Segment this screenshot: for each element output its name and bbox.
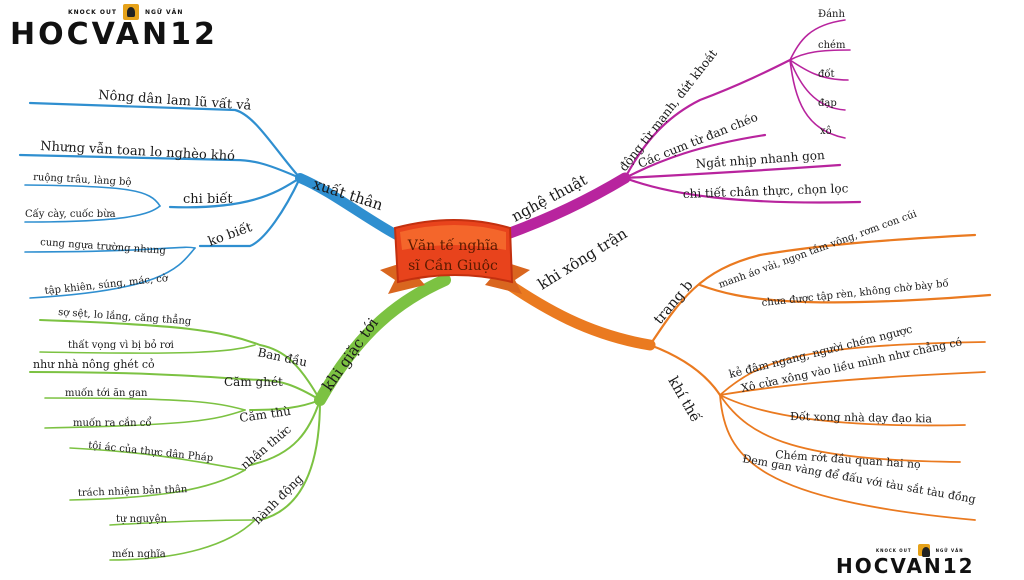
node-chem: chém [818,40,846,51]
link-cam-ghet [29,371,321,401]
node-khi-the: khí thế [665,374,705,426]
node-hanh-dong: hành động [250,471,306,527]
node-ban-dau: Ban đầu [256,344,309,369]
logo-tagline-bottom: KNOCK OUT NGỮ VĂN [876,544,975,557]
link-nhan-thuc-2 [69,469,246,501]
mascot-icon-bottom [917,544,930,557]
branch-khi-giac-toi [29,274,451,561]
link-nhan-thuc [249,399,321,466]
node-dap: đạp [818,98,837,109]
node-ban-dau-item-2: thất vọng vì bị bỏ rơi [68,340,174,351]
node-nhan-thuc: nhận thức [238,422,294,472]
mascot-icon [122,4,139,20]
link-item-1 [28,101,302,180]
link-khi-the-1 [719,341,986,396]
node-dot: đốt [818,69,835,80]
branch-label-khi-giac-toi: khi giặc tới [319,314,382,394]
link-ko-biet-1 [24,246,196,253]
link-ban-dau-2 [39,344,256,354]
link-cac-cum-tu [623,133,767,180]
logo-tagline-bottom-left: KNOCK OUT [876,547,912,553]
link-cam-thu [249,399,321,411]
node-cam-thu-item-2: muốn ra cắn cổ [73,417,151,429]
node-xuat-than-item-1: Nông dân lam lũ vất vả [98,87,252,114]
link-danh [789,19,846,61]
node-cam-ghet-item-1: như nhà nông ghét cỏ [33,358,155,371]
link-ban-dau-1 [39,319,321,401]
logo-top-left: KNOCK OUT NGỮ VĂN HOCVAN12 [10,4,218,50]
link-khi-the [648,343,722,397]
link-dong-tu [623,58,792,180]
node-trang-b-item-2: chưa được tập rèn, không chờ bày bố [761,278,950,309]
node-chi-biet-item-1: ruộng trâu, làng bộ [33,172,132,188]
logo-bottom-right: KNOCK OUT NGỮ VĂN HOCVAN12 [836,544,975,576]
branch-trunk-khi-xong-tran [489,269,656,351]
logo-tagline-left: KNOCK OUT [68,8,117,16]
branch-nghe-thuat [484,19,862,246]
link-cam-thu-1 [44,397,246,411]
node-trang-b: trang b [651,277,697,327]
node-xo: xô [820,126,832,137]
branch-trunk-khi-giac-toi [314,274,451,406]
link-xo [789,59,846,139]
link-cam-thu-2 [44,409,246,429]
logo-tagline-right: NGỮ VĂN [144,8,184,16]
link-nhan-thuc-1 [69,447,246,471]
link-khi-the-5 [719,394,976,521]
logo-wordmark: HOCVAN12 [10,17,218,52]
node-chi-tiet: chi tiết chân thực, chọn lọc [683,180,849,201]
node-cam-thu-item-1: muốn tới ăn gan [65,388,148,399]
logo-tagline: KNOCK OUT NGỮ VĂN [68,4,218,20]
node-nhan-thuc-item-2: trách nhiệm bản thân [78,484,188,499]
node-ko-biet-item-2: tập khiên, súng, mác, cờ [44,273,169,297]
center-highlight [400,225,506,250]
node-hanh-dong-item-1: tự nguyện [116,514,167,525]
link-chi-biet-1 [24,184,161,207]
node-chi-biet: chi biết [183,191,233,207]
node-hanh-dong-item-2: mến nghĩa [112,549,166,560]
branch-label-khi-xong-tran: khi xông trận [535,224,631,293]
link-chem [789,49,851,61]
node-xuat-than-item-2: Nhưng vẫn toan lo nghèo khó [40,138,236,164]
link-ngat-nhip [623,163,842,180]
link-ko-biet-2 [29,247,196,299]
node-danh: Đánh [818,9,845,20]
center-node: Văn tế nghĩa sĩ Cần Giuộc [380,219,530,294]
node-nhan-thuc-item-1: tội ác của thực dân Pháp [88,440,214,464]
link-trang-b-2 [698,283,992,304]
logo-wordmark-bottom: HOCVAN12 [836,554,975,578]
node-ko-biet-item-1: cung ngựa trường nhung [40,237,167,257]
link-hanh-dong-2 [109,519,256,561]
link-khi-the-2 [719,371,986,396]
link-khi-the-4 [719,394,961,463]
link-khi-the-3 [719,394,966,427]
node-khi-the-item-3: Đốt xong nhà dạy đạo kia [790,410,933,425]
link-hanh-dong [259,399,321,521]
node-cam-ghet: Căm ghét [224,375,283,389]
link-dap [789,59,846,111]
link-chi-tiet [623,176,862,204]
logo-tagline-bottom-right: NGỮ VĂN [935,547,964,553]
link-chi-biet [168,176,302,209]
link-dot [789,59,849,81]
node-trang-b-item-1: manh áo vải, ngọn tầm vông, rơm con cúi [717,208,918,291]
center-title-line2: sĩ Cần Giuộc [408,257,498,274]
center-title-line1: Văn tế nghĩa [407,237,498,254]
link-ko-biet [198,176,302,248]
link-trang-b-1 [648,233,977,347]
link-chi-biet-2 [24,205,161,223]
link-item-2 [18,153,302,180]
node-chi-biet-item-2: Cấy cày, cuốc bừa [25,209,116,220]
link-hanh-dong-1 [109,519,256,526]
